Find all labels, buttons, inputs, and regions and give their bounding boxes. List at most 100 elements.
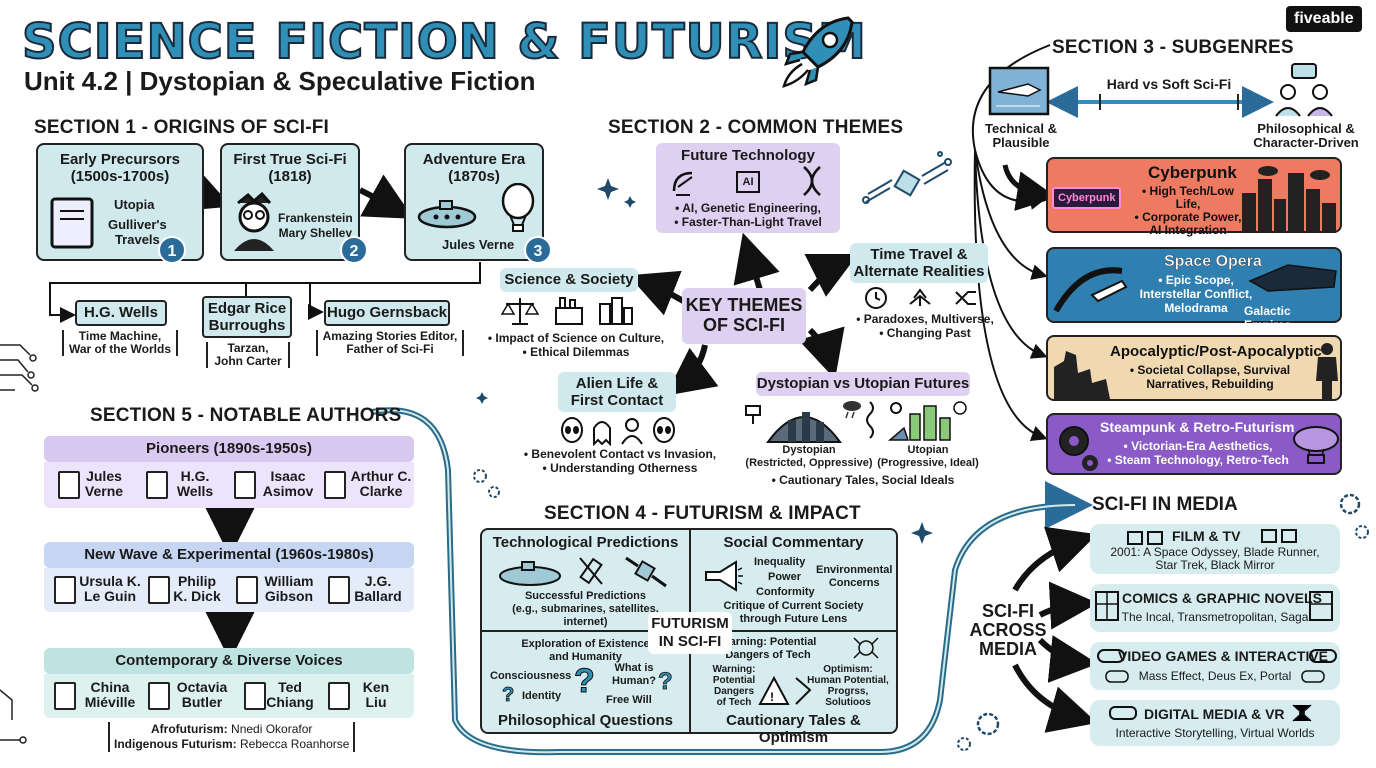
origin-item: Utopia — [114, 197, 155, 212]
gear-icon — [957, 712, 1000, 751]
satellite-dish-icon — [672, 171, 693, 196]
question-icon: ? — [574, 662, 596, 701]
key-themes-label: KEY THEMES OF SCI-FI — [685, 295, 803, 335]
comic-icon — [1309, 591, 1333, 621]
film-icons — [1127, 531, 1163, 545]
book-icon — [54, 682, 76, 710]
author-group-new-wave: Ursula K. Le Guin Philip K. Dick William… — [44, 568, 414, 612]
theme-time-travel: Time Travel & Alternate Realities — [850, 243, 988, 283]
gamepad-icon — [1097, 649, 1125, 663]
branch-arrows-icon — [909, 288, 931, 306]
balloon-icon — [501, 183, 535, 232]
camera-icon — [745, 405, 761, 424]
social-word: Conformity — [756, 586, 815, 598]
step-number: 3 — [524, 236, 552, 264]
time-icons — [865, 287, 976, 309]
philo-word: Free Will — [606, 694, 652, 706]
megaphone-icon — [705, 560, 743, 592]
subgenre-title: Space Opera — [1164, 253, 1262, 270]
origin-card-title: First True Sci-Fi (1818) — [233, 151, 347, 185]
alien-icon — [653, 417, 675, 443]
theme-title: Dystopian vs Utopian Futures — [756, 375, 970, 392]
clock-icon — [865, 287, 887, 309]
philo-word: Identity — [522, 690, 562, 702]
society-icons — [500, 297, 633, 325]
note-value: Nnedi Okorafor — [227, 722, 313, 736]
dystopian-label: Dystopian (Restricted, Oppressive) — [745, 444, 873, 469]
subgenre-title: Apocalyptic/Post-Apocalyptic — [1110, 343, 1322, 360]
submarine-icon — [417, 200, 477, 229]
subgenre-apocalyptic: Apocalyptic/Post-Apocalyptic • Societal … — [1046, 335, 1342, 401]
futurism-panel: Technological Predictions Successful Pre… — [480, 528, 898, 746]
satellite-icon — [862, 151, 952, 204]
hazard-icon: ! — [758, 675, 812, 705]
ai-chip-icon: AI — [736, 171, 760, 193]
branch-name: Hugo Gernsback — [326, 304, 448, 321]
warning-text: Warning: Potential Dangers of Tech — [712, 664, 756, 708]
origin-card-3: Adventure Era (1870s) Jules Verne — [404, 143, 544, 261]
book-icon — [50, 197, 94, 249]
subgenre-title: Cyberpunk — [1148, 163, 1237, 182]
media-card-digital: DIGITAL MEDIA & VR Interactive Storytell… — [1090, 700, 1340, 746]
shuffle-icon — [955, 291, 976, 305]
author-group-title: Contemporary & Diverse Voices — [44, 648, 414, 674]
social-word: Environmental Concerns — [816, 564, 893, 589]
hard-scifi-label: Technical & Plausible — [984, 121, 1057, 150]
author-group-pioneers: Jules Verne H.G. Wells Isaac Asimov Arth… — [44, 462, 414, 508]
theme-desc: • Benevolent Contact vs Invasion, • Unde… — [523, 447, 717, 475]
cyber-city-icon — [1242, 166, 1336, 233]
question-icon: ? — [658, 668, 673, 696]
media-desc: The Incal, Transmetropolitan, Saga — [1121, 610, 1309, 624]
origin-card-title: Early Precursors (1500s-1700s) — [59, 151, 181, 185]
subgenre-desc: • High Tech/Low Life, • Corporate Power,… — [1134, 184, 1242, 237]
scales-icon — [500, 298, 540, 325]
book-icon — [58, 471, 80, 499]
book-icon — [234, 471, 256, 499]
submarine-icon — [499, 561, 561, 586]
media-title: FILM & TV — [1172, 528, 1241, 544]
city-icon — [599, 297, 633, 325]
svg-text:!: ! — [770, 690, 774, 704]
factory-icon — [555, 297, 583, 325]
cyberpunk-sign: Cyberpunk — [1052, 187, 1122, 209]
subgenre-desc: • Victorian-Era Aesthetics, • Steam Tech… — [1107, 439, 1289, 467]
satellite-icon — [625, 556, 667, 588]
theme-title: Future Technology — [681, 147, 815, 164]
branch-desc: Tarzan, John Carter — [206, 342, 290, 368]
author-name: Ken Liu — [362, 679, 390, 710]
frankenstein-icon — [234, 191, 274, 251]
blueprint-icon — [988, 66, 1050, 116]
media-title: VIDEO GAMES & INTERACTIVE — [1118, 648, 1329, 664]
theme-desc: • Paradoxes, Multiverse, • Changing Past — [856, 312, 994, 340]
branch-name: H.G. Wells — [84, 304, 158, 321]
futurism-center: FUTURISM IN SCI-FI — [648, 612, 732, 654]
brand-logo: fiveable — [1286, 6, 1362, 32]
question-icon: ? — [502, 684, 515, 707]
branch-desc: Time Machine, War of the Worlds — [62, 330, 178, 356]
media-desc: Mass Effect, Deus Ex, Portal — [1138, 669, 1292, 683]
book-icon — [244, 682, 266, 710]
author-name: H.G. Wells — [176, 468, 214, 499]
note-value: Rebecca Roanhorse — [236, 737, 350, 751]
quadrant-desc: Critique of Current Society through Futu… — [723, 600, 864, 625]
soft-scifi-label: Philosophical & Character-Driven — [1253, 121, 1359, 150]
network-icon — [853, 637, 879, 659]
book-icon — [328, 682, 350, 710]
section3-heading: SECTION 3 - SUBGENRES — [1052, 37, 1294, 58]
smile-icon — [953, 401, 967, 415]
branch-name: Edgar Rice Burroughs — [207, 300, 287, 334]
satellite-icon — [579, 557, 603, 585]
discussion-icon — [1275, 63, 1333, 117]
alien-icons — [561, 417, 675, 446]
page-title: SCIENCE FICTION & FUTURISM — [21, 13, 867, 71]
prediction-icons — [499, 556, 667, 588]
origin-item: Frankenstein Mary Shelley — [278, 211, 353, 240]
social-word: Inequality — [754, 556, 806, 568]
section2-heading: SECTION 2 - COMMON THEMES — [608, 117, 904, 138]
theme-future-technology: Future Technology AI • AI, Genetic Engin… — [656, 143, 840, 233]
utopian-label: Utopian (Progressive, Ideal) — [877, 444, 979, 469]
origin-card-2: First True Sci-Fi (1818) Frankenstein Ma… — [220, 143, 360, 261]
book-icon — [324, 471, 346, 499]
theme-desc: • AI, Genetic Engineering, • Faster-Than… — [674, 201, 822, 229]
theme-title: Alien Life & First Contact — [570, 375, 664, 409]
